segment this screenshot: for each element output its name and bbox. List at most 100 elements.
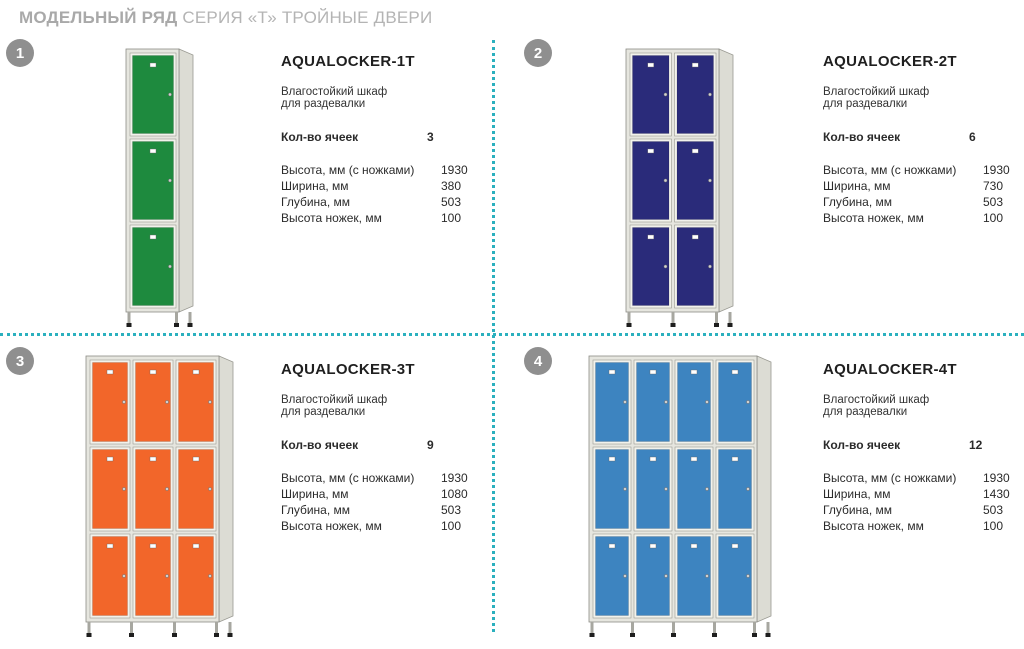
model-name: AQUALOCKER-4T	[823, 361, 957, 378]
locker-door	[636, 362, 670, 442]
locker-image-3t	[85, 355, 234, 637]
lock-icon	[208, 574, 212, 578]
cells-count: Кол-во ячеек 9	[281, 438, 434, 452]
lock-icon	[663, 264, 668, 269]
locker-number-plate	[731, 369, 739, 375]
locker-number-plate	[106, 369, 114, 375]
locker-image-1t	[125, 48, 194, 327]
locker-door	[632, 141, 670, 220]
locker-side-panel	[178, 48, 194, 313]
lock-icon	[623, 400, 627, 404]
lock-icon	[168, 92, 172, 97]
cells-count: Кол-во ячеек 3	[281, 130, 434, 144]
locker-foot	[172, 633, 177, 637]
lock-icon	[664, 574, 668, 578]
locker-door	[676, 55, 714, 134]
locker-side-panel	[218, 355, 234, 623]
locker-number-plate	[149, 369, 157, 375]
cells-count: Кол-во ячеек 12	[823, 438, 983, 452]
locker-side-panel	[756, 355, 772, 623]
lock-icon	[705, 574, 709, 578]
lock-icon	[122, 574, 126, 578]
lock-icon	[708, 178, 712, 183]
locker-door	[636, 449, 670, 529]
lock-icon	[208, 400, 212, 404]
locker-number-plate	[608, 456, 616, 462]
locker-number-plate	[149, 148, 157, 154]
locker-number-plate	[690, 456, 698, 462]
locker-image-2t	[625, 48, 734, 327]
product-number-badge: 4	[524, 347, 552, 375]
product-number-badge: 1	[6, 39, 34, 67]
lock-icon	[122, 487, 126, 491]
locker-door	[718, 536, 752, 616]
locker-foot	[187, 323, 193, 327]
lock-icon	[705, 487, 709, 491]
locker-leg	[766, 622, 770, 636]
description: Влагостойкий шкаф для раздевалки	[281, 86, 388, 110]
page-header: МОДЕЛЬНЫЙ РЯД СЕРИЯ «Т» ТРОЙНЫЕ ДВЕРИ	[19, 8, 432, 28]
locker-leg	[188, 312, 192, 326]
locker-number-plate	[608, 543, 616, 549]
lock-icon	[168, 264, 172, 269]
spec-row: Высота, мм (с ножками)1930	[281, 471, 468, 485]
lock-icon	[623, 574, 627, 578]
header-bold: МОДЕЛЬНЫЙ РЯД	[19, 8, 178, 27]
lock-icon	[708, 92, 712, 97]
spec-row: Высота, мм (с ножками)1930	[823, 163, 1010, 177]
locker-leg	[590, 622, 594, 636]
locker-leg	[127, 312, 131, 326]
locker-leg	[631, 622, 634, 636]
locker-door	[178, 536, 214, 616]
product-panel-3: AQUALOCKER-3T Влагостойкий шкаф для разд…	[281, 361, 481, 534]
locker-leg	[215, 622, 218, 636]
locker-number-plate	[149, 543, 157, 549]
lock-icon	[746, 400, 750, 404]
lock-icon	[663, 178, 668, 183]
locker-number-plate	[731, 456, 739, 462]
locker-door	[677, 536, 711, 616]
lock-icon	[746, 487, 750, 491]
lock-icon	[168, 178, 172, 183]
lock-icon	[708, 264, 712, 269]
locker-number-plate	[649, 456, 657, 462]
locker-side-panel	[718, 48, 734, 313]
locker-foot	[227, 633, 233, 637]
locker-number-plate	[647, 148, 654, 154]
locker-foot	[670, 323, 676, 327]
locker-foot	[626, 323, 632, 327]
locker-image-4t	[588, 355, 772, 637]
locker-number-plate	[731, 543, 739, 549]
locker-number-plate	[149, 62, 157, 68]
locker-door	[132, 141, 174, 220]
lock-icon	[165, 487, 169, 491]
locker-leg	[753, 622, 756, 636]
product-panel-1: AQUALOCKER-1T Влагостойкий шкаф для разд…	[281, 53, 481, 226]
locker-number-plate	[106, 543, 114, 549]
locker-foot	[174, 323, 179, 327]
locker-foot	[727, 323, 733, 327]
locker-door	[718, 362, 752, 442]
locker-number-plate	[649, 369, 657, 375]
locker-door	[178, 449, 214, 529]
model-name: AQUALOCKER-3T	[281, 361, 415, 378]
locker-leg	[671, 312, 675, 326]
spec-row: Высота, мм (с ножками)1930	[281, 163, 468, 177]
spec-row: Высота, мм (с ножками)1930	[823, 471, 1010, 485]
locker-door	[92, 362, 128, 442]
locker-leg	[672, 622, 675, 636]
locker-foot	[630, 633, 635, 637]
locker-number-plate	[192, 543, 200, 549]
locker-number-plate	[690, 369, 698, 375]
locker-number-plate	[692, 234, 699, 240]
locker-foot	[86, 633, 92, 637]
locker-door	[132, 227, 174, 306]
description: Влагостойкий шкаф для раздевалки	[823, 394, 930, 418]
locker-door	[677, 449, 711, 529]
